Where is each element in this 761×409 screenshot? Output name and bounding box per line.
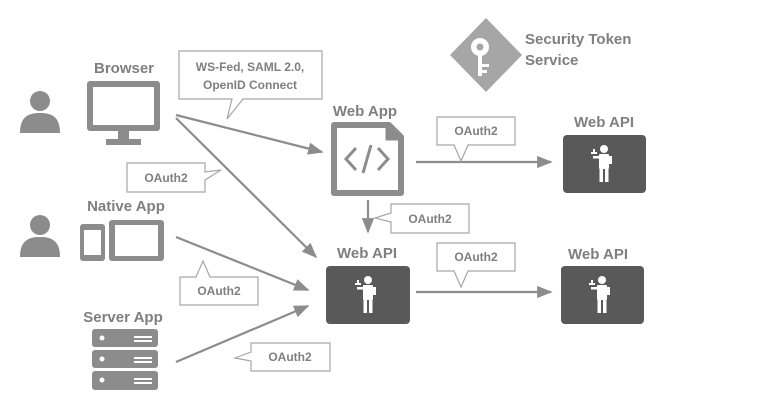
callout-browser-to-api-text: OAuth2 xyxy=(144,171,188,185)
callout-server-text: OAuth2 xyxy=(268,350,312,364)
native-app-label: Native App xyxy=(87,198,165,215)
arrow-native-to-webapi xyxy=(175,235,310,292)
arrow-browser-to-webapi xyxy=(175,117,318,259)
sts-label-line1: Security Token xyxy=(525,31,631,48)
callout-native: OAuth2 xyxy=(179,259,259,306)
callout-webapp-down: OAuth2 xyxy=(372,203,470,234)
callout-webapp-right-text: OAuth2 xyxy=(454,124,498,138)
callout-browser-protocols-line1: WS-Fed, SAML 2.0, xyxy=(196,60,304,74)
callout-native-text: OAuth2 xyxy=(197,284,241,298)
callout-webapi-right-text: OAuth2 xyxy=(454,250,498,264)
code-document-icon xyxy=(331,122,404,196)
arrow-server-to-webapi xyxy=(175,304,310,364)
server-rack-icon xyxy=(92,329,158,390)
callout-browser-protocols: WS-Fed, SAML 2.0, OpenID Connect xyxy=(178,50,323,120)
callout-webapp-down-text: OAuth2 xyxy=(408,212,452,226)
callout-webapi-right: OAuth2 xyxy=(436,242,516,289)
user-icon-native xyxy=(20,215,60,257)
callout-browser-protocols-line2: OpenID Connect xyxy=(203,78,297,92)
phone-tablet-icon xyxy=(80,220,164,261)
server-app-label: Server App xyxy=(83,309,162,326)
key-diamond-icon xyxy=(450,18,522,92)
arrow-browser-to-webapp xyxy=(175,113,324,155)
callout-server: OAuth2 xyxy=(232,342,331,372)
user-icon-browser xyxy=(20,91,60,133)
monitor-icon xyxy=(87,81,160,145)
browser-label: Browser xyxy=(94,60,154,77)
web-api-center-label: Web API xyxy=(337,245,397,262)
callout-webapp-right: OAuth2 xyxy=(436,116,516,163)
sts-label-line2: Service xyxy=(525,52,578,69)
web-api-bottom-right-label: Web API xyxy=(568,246,628,263)
web-api-top-right-label: Web API xyxy=(574,114,634,131)
callout-browser-to-api: OAuth2 xyxy=(126,162,222,193)
web-app-label: Web App xyxy=(333,103,397,120)
